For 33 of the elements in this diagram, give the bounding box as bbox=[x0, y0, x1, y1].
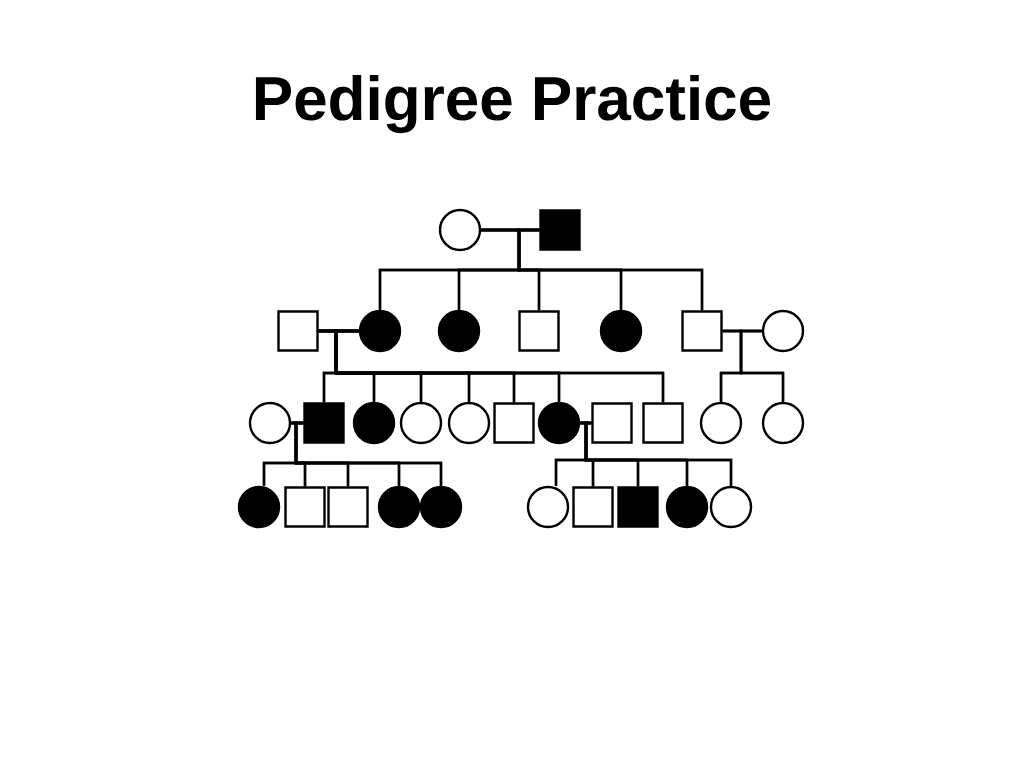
open-square bbox=[284, 486, 326, 528]
filled-circle bbox=[352, 401, 396, 445]
open-circle bbox=[248, 401, 292, 445]
title: Pedigree Practice bbox=[255, 75, 770, 134]
open-circle bbox=[709, 485, 753, 529]
filled-circle bbox=[665, 485, 709, 529]
open-circle bbox=[761, 401, 805, 445]
filled-circle bbox=[237, 485, 281, 529]
open-square bbox=[681, 310, 723, 352]
open-circle bbox=[438, 208, 482, 252]
filled-square bbox=[539, 209, 581, 251]
filled-circle bbox=[537, 401, 581, 445]
open-square bbox=[642, 402, 684, 444]
open-circle bbox=[447, 401, 491, 445]
open-square bbox=[518, 310, 560, 352]
open-circle bbox=[699, 401, 743, 445]
filled-circle bbox=[437, 309, 481, 353]
filled-circle bbox=[419, 485, 463, 529]
open-circle bbox=[761, 309, 805, 353]
open-square bbox=[572, 486, 614, 528]
descent-line bbox=[517, 228, 704, 311]
filled-circle bbox=[358, 309, 402, 353]
filled-circle bbox=[377, 485, 421, 529]
filled-circle bbox=[599, 309, 643, 353]
open-square bbox=[591, 402, 633, 444]
open-circle bbox=[526, 485, 570, 529]
filled-square bbox=[303, 402, 345, 444]
open-square bbox=[277, 310, 319, 352]
filled-square bbox=[617, 486, 659, 528]
open-square bbox=[327, 486, 369, 528]
open-circle bbox=[399, 401, 443, 445]
open-square bbox=[493, 402, 535, 444]
descent-line bbox=[739, 329, 785, 402]
